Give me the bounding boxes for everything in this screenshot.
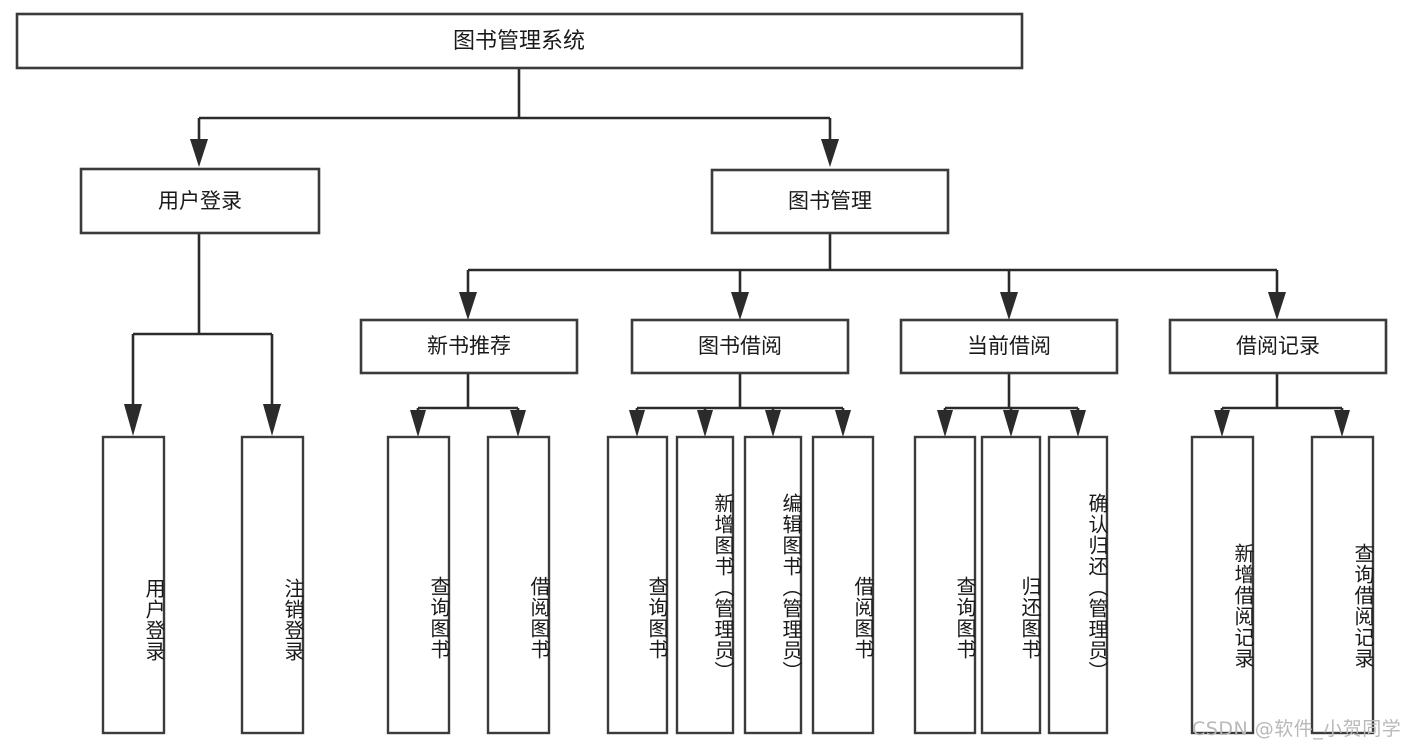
node-current-borrow-box[interactable] [899,318,1119,375]
arrowhead-leaf-query-book-3 [937,410,953,437]
node-leaf-borrow-book-1-box[interactable] [486,435,551,735]
arrowhead-leaf-query-book-2 [629,410,645,437]
arrowhead-book-management [821,139,839,167]
arrowhead-leaf-borrow-book-1 [510,410,526,437]
arrowhead-leaf-return-book [1003,410,1019,437]
node-user-login[interactable]: 用户登录 [79,167,321,235]
arrowhead-leaf-add-record [1214,410,1230,437]
node-book-borrow-label: 图书借阅 [698,334,782,358]
node-new-book-recommend[interactable]: 新书推荐 [359,318,579,375]
node-current-borrow[interactable]: 当前借阅 [899,318,1119,375]
node-leaf-add-book-box[interactable] [675,435,735,735]
node-leaf-return-book-box[interactable] [980,435,1042,735]
arrowhead-current-borrow [1000,292,1018,320]
node-borrow-record-box[interactable] [1168,318,1388,375]
node-leaf-logout-box[interactable] [240,435,305,735]
node-new-book-recommend-box[interactable] [359,318,579,375]
node-leaf-query-book-1-box[interactable] [386,435,451,735]
arrowhead-leaf-borrow-book-2 [835,410,851,437]
node-borrow-record[interactable]: 借阅记录 [1168,318,1388,375]
node-book-management[interactable]: 图书管理 [710,168,950,235]
node-user-login-label: 用户登录 [158,189,242,213]
node-leaf-user-login-box[interactable] [101,435,166,735]
connector-layer [124,68,1350,437]
node-leaf-query-record-box[interactable] [1310,435,1375,735]
node-new-book-recommend-label: 新书推荐 [427,334,511,358]
node-book-management-label: 图书管理 [788,189,872,213]
node-root-box[interactable] [15,12,1024,70]
arrowhead-leaf-query-book-1 [410,410,426,437]
arrowhead-leaf-logout [263,404,281,436]
node-user-login-box[interactable] [79,167,321,235]
arrowhead-leaf-confirm-return [1070,410,1086,437]
node-leaf-query-book-3-box[interactable] [913,435,977,735]
arrowhead-borrow-record [1268,292,1286,320]
node-leaf-edit-book-box[interactable] [743,435,803,735]
node-book-management-box[interactable] [710,168,950,235]
node-root[interactable]: 图书管理系统 [15,12,1024,70]
csdn-watermark: CSDN @软件_小贺同学 [1192,718,1402,740]
node-book-borrow[interactable]: 图书借阅 [630,318,850,375]
node-current-borrow-label: 当前借阅 [967,334,1051,358]
node-root-label: 图书管理系统 [453,29,585,54]
node-leaf-add-record-box[interactable] [1190,435,1255,735]
arrowhead-leaf-user-login [124,404,142,436]
node-book-borrow-box[interactable] [630,318,850,375]
arrowhead-leaf-edit-book [765,410,781,437]
arrowhead-leaf-query-record [1334,410,1350,437]
node-borrow-record-label: 借阅记录 [1236,334,1320,358]
arrowhead-leaf-add-book [697,410,713,437]
node-leaf-borrow-book-2-box[interactable] [811,435,875,735]
arrowhead-new-book-recommend [459,292,477,320]
node-leaf-query-book-2-box[interactable] [606,435,669,735]
node-leaf-confirm-return-box[interactable] [1047,435,1109,735]
arrowhead-user-login [190,139,208,167]
arrowhead-book-borrow [731,292,749,320]
